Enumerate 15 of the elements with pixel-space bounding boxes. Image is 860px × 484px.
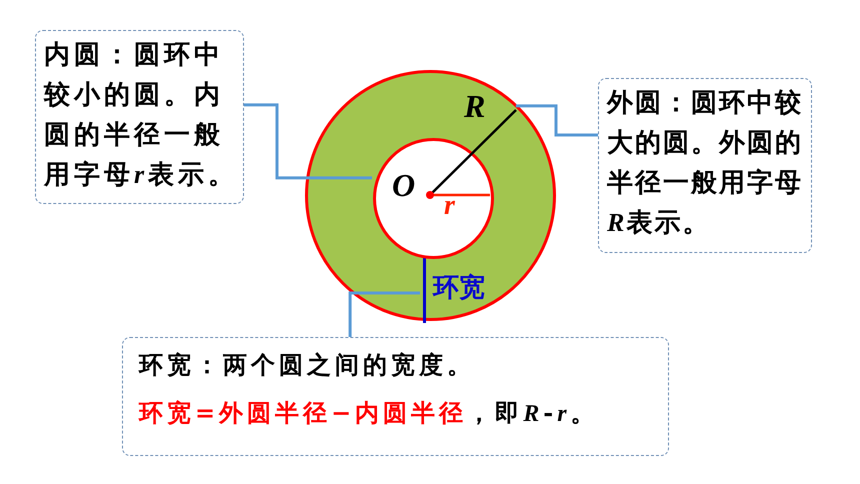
callout-box xyxy=(35,30,244,204)
leader-line xyxy=(516,104,598,137)
center-label: O xyxy=(392,169,416,201)
callout-text: 外圆：圆环中较大的圆。外圆的半径一般用字母R表示。 xyxy=(607,87,804,240)
definition-text: 环宽：两个圆之间的宽度。 xyxy=(139,350,476,380)
ring-width-line xyxy=(423,257,426,323)
formula-text: 环宽=外圆半径−内圆半径 xyxy=(139,398,468,427)
leader-line xyxy=(348,291,420,337)
callout-box xyxy=(598,78,812,253)
radius-label: r xyxy=(444,192,455,220)
leader-line xyxy=(244,103,372,180)
radius-label: R xyxy=(464,90,486,122)
ring-width-label: 环宽 xyxy=(433,275,485,301)
callout-text: 内圆：圆环中较小的圆。内圆的半径一般用字母r表示。 xyxy=(44,39,239,192)
callout-box xyxy=(122,337,669,456)
